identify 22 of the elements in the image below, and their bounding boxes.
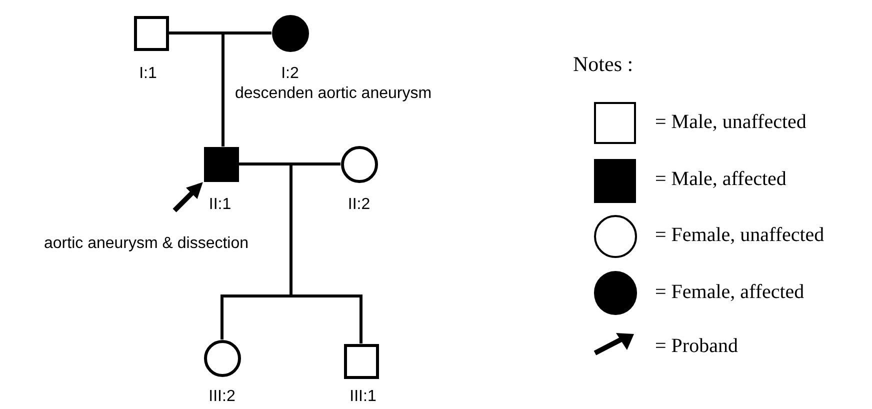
legend-text: = Male, affected [655, 167, 786, 191]
male-symbol [344, 344, 378, 378]
legend-title: Notes : [573, 52, 634, 76]
legend-text: = Female, unaffected [655, 223, 824, 247]
female-symbol [204, 340, 240, 376]
male-symbol [204, 146, 238, 182]
legend-text: = Proband [655, 334, 738, 358]
legend-text: = Male, unaffected [655, 110, 806, 134]
individual-id: II:1 [208, 195, 232, 215]
female-symbol [340, 146, 378, 182]
individual-id: II:2 [348, 195, 370, 215]
pedigree-line [222, 32, 272, 146]
phenotype-note: descenden aortic aneurysm [235, 84, 432, 104]
individual-id: III:1 [350, 387, 376, 407]
phenotype-note: aortic aneurysm & dissection [44, 234, 249, 254]
proband-arrow [172, 182, 203, 212]
legend-text: = Female, affected [655, 280, 804, 304]
male-symbol [134, 16, 168, 50]
female-symbol [272, 14, 308, 52]
individual-id: III:2 [208, 387, 236, 407]
individual-id: I:1 [139, 64, 157, 84]
individual-id: I:2 [281, 64, 299, 84]
